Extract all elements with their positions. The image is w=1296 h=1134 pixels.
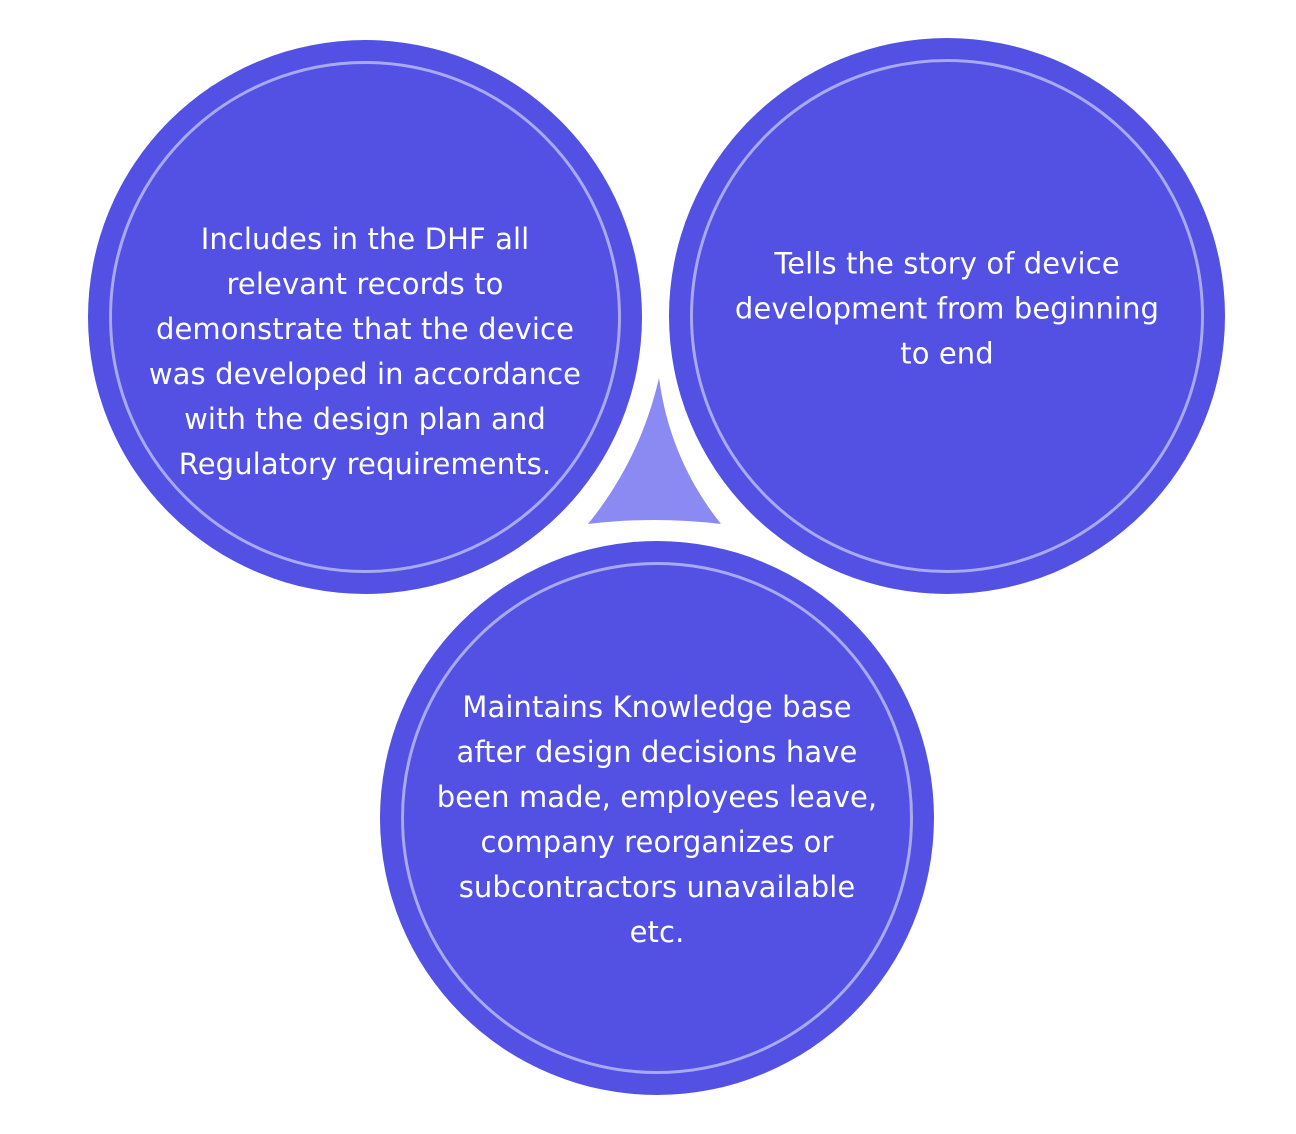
circle-bottom: Maintains Knowledge base after design de… (380, 541, 934, 1095)
circle-left-text: Includes in the DHF all relevant records… (148, 222, 582, 481)
center-triangle (588, 378, 721, 524)
circle-left: Includes in the DHF all relevant records… (88, 40, 642, 594)
circle-right-text: Tells the story of device development fr… (734, 246, 1160, 371)
circle-bottom-text: Maintains Knowledge base after design de… (436, 690, 878, 949)
circle-right-ring (690, 59, 1204, 573)
circle-bottom-ring (401, 562, 913, 1074)
circle-right: Tells the story of device development fr… (669, 38, 1225, 594)
circle-left-ring (109, 61, 621, 573)
